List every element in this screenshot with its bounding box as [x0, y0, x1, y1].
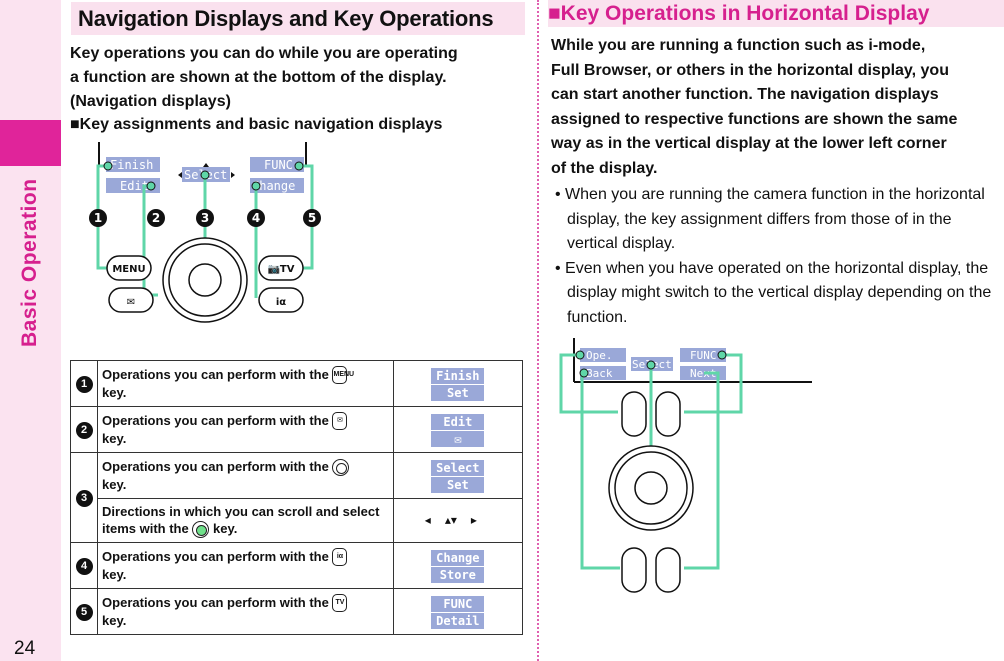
- callout-1: 1: [94, 211, 102, 225]
- mail-key-label: ✉: [127, 297, 135, 308]
- intro-line: Full Browser, or others in the horizonta…: [551, 61, 949, 79]
- row-text: key.: [102, 613, 127, 629]
- row-text: Operations you can perform with the: [102, 412, 329, 428]
- intro-line: of the display.: [551, 159, 658, 177]
- softkey: Select: [431, 459, 485, 476]
- row-text: Operations you can perform with the: [102, 458, 329, 474]
- multi-key-icon: [332, 459, 350, 477]
- section-title-horizontal: ■Key Operations in Horizontal Display: [548, 0, 1004, 27]
- imode-key-label: iα: [276, 297, 286, 308]
- table-row: 2 Operations you can perform with the ✉ k…: [69, 406, 524, 453]
- row-number: 1: [75, 376, 93, 393]
- multi-key-green-icon: [192, 521, 210, 539]
- side-tab-marker: [0, 120, 61, 166]
- mail-key-icon: ✉: [332, 412, 348, 431]
- arrow-updown-icon: ▴▾: [444, 513, 457, 527]
- softkey-edit: Edit: [120, 179, 149, 193]
- softkey: Set: [431, 385, 485, 402]
- callout-3: 3: [201, 211, 209, 225]
- softkey-back: Back: [586, 367, 613, 380]
- column-divider: [537, 0, 539, 661]
- row-number: 3: [75, 490, 93, 507]
- row-text: key.: [102, 477, 127, 493]
- row-number: 5: [75, 604, 93, 621]
- callout-4: 4: [252, 211, 260, 225]
- intro-line: can start another function. The navigati…: [551, 86, 939, 103]
- menu-key-label: MENU: [112, 264, 145, 275]
- horizontal-intro: While you are running a function such as…: [551, 34, 1003, 181]
- row-text: key.: [102, 567, 127, 583]
- navigation-diagram-horizontal: Ope. Back Select FUNC Next: [559, 338, 812, 593]
- softkey-change: Change: [252, 179, 295, 193]
- row-text: Directions in which you can scroll and s…: [102, 503, 380, 536]
- table-row: 5 Operations you can perform with the TV…: [69, 588, 524, 635]
- row-number: 4: [75, 558, 93, 575]
- side-strip: [0, 0, 61, 661]
- softkey: Finish: [431, 367, 485, 384]
- callout-5: 5: [308, 211, 316, 225]
- softkey: Edit: [431, 413, 485, 430]
- mail-softkey-icon: ✉: [431, 431, 485, 448]
- intro-line: Key operations you can do while you are …: [70, 45, 458, 62]
- tv-key-icon: TV: [332, 594, 348, 613]
- row-text: key.: [212, 520, 238, 536]
- table-row: 4 Operations you can perform with the iα…: [69, 542, 524, 589]
- arrow-right-icon: ▸: [470, 513, 491, 527]
- row-text: key.: [102, 385, 127, 401]
- softkey-ope: Ope.: [586, 349, 613, 362]
- arrow-left-icon: ◂: [424, 513, 445, 527]
- softkey: Change: [431, 549, 485, 566]
- row-text: key.: [102, 431, 127, 447]
- key-assignment-table: 1 Operations you can perform with the ME…: [69, 360, 524, 635]
- imode-key-icon: iα: [332, 548, 348, 567]
- intro-line: (Navigation displays): [70, 93, 231, 110]
- intro-line: assigned to respective functions are sho…: [551, 110, 958, 128]
- table-row: Directions in which you can scroll and s…: [71, 498, 524, 543]
- bullet-item: • When you are running the camera functi…: [555, 186, 985, 252]
- bullet-list: • When you are running the camera functi…: [552, 183, 1004, 330]
- section-title: Navigation Displays and Key Operations: [71, 2, 525, 35]
- subheading: ■Key assignments and basic navigation di…: [70, 116, 443, 133]
- softkey: Detail: [431, 613, 485, 630]
- row-text: Operations you can perform with the: [102, 594, 329, 610]
- navigation-diagram-vertical: Finish Edit Select FUNC Change 1 2 3 4 5…: [89, 142, 321, 323]
- softkey-func: FUNC: [264, 158, 293, 172]
- bullet-item: • Even when you have operated on the hor…: [555, 259, 992, 326]
- intro-line: a function are shown at the bottom of th…: [70, 69, 447, 86]
- page-number: 24: [14, 638, 36, 659]
- menu-key-icon: MENU: [332, 366, 354, 385]
- intro-line: While you are running a function such as…: [551, 37, 926, 54]
- tv-key-label: 📷TV: [267, 264, 294, 275]
- softkey-finish: Finish: [110, 158, 153, 172]
- intro-line: way as in the vertical display at the lo…: [551, 135, 947, 152]
- row-text: Operations you can perform with the: [102, 366, 329, 382]
- softkey-func: FUNC: [690, 349, 717, 362]
- table-row: 1 Operations you can perform with the ME…: [69, 360, 524, 407]
- section-label: Basic Operation: [18, 178, 41, 348]
- softkey: Set: [431, 477, 485, 494]
- callout-2: 2: [152, 211, 160, 225]
- table-row: 3 Operations you can perform with the ke…: [69, 452, 524, 543]
- softkey: FUNC: [431, 595, 485, 612]
- row-text: Operations you can perform with the: [102, 548, 329, 564]
- softkey-next: Next: [690, 367, 717, 380]
- intro-text: Key operations you can do while you are …: [70, 42, 530, 114]
- row-number: 2: [75, 422, 93, 439]
- softkey: Store: [431, 567, 485, 584]
